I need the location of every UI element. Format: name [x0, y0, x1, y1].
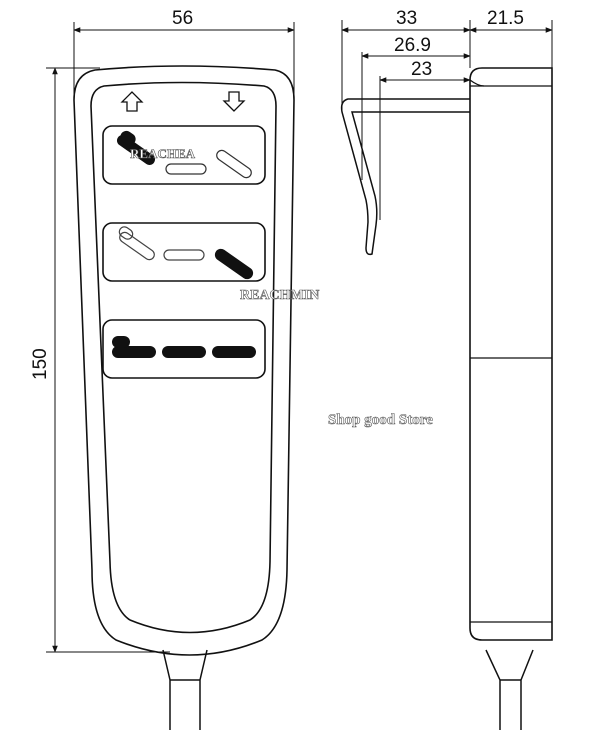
button-1-left-top	[120, 130, 136, 146]
button-panel-1: REACHEA	[102, 125, 266, 185]
button-2-left[interactable]	[118, 230, 157, 261]
dimension-thickness-label: 21.5	[487, 8, 524, 29]
belt-clip	[340, 98, 470, 256]
button-2-left-top	[118, 226, 134, 240]
arrow-up-icon	[120, 91, 144, 112]
brand-watermark-1: REACHEA	[130, 146, 196, 161]
button-3-right[interactable]	[212, 346, 256, 358]
dimension-clip-outer-label: 26.9	[394, 35, 431, 56]
button-panel-2	[102, 222, 266, 282]
store-watermark: Shop good Store	[328, 412, 433, 428]
side-body-outline	[469, 67, 553, 641]
dimension-clip-inner-label: 23	[411, 59, 432, 80]
button-1-middle[interactable]	[165, 163, 207, 175]
button-2-middle[interactable]	[163, 249, 205, 261]
dimension-height	[46, 67, 170, 653]
dimension-width	[73, 22, 295, 98]
remote-front-view	[73, 65, 295, 656]
remote-inner-outline	[90, 81, 277, 634]
brand-watermark-2: REACHMIN	[240, 288, 319, 303]
cable-front	[162, 649, 208, 730]
dimension-height-label: 150	[30, 348, 51, 380]
button-2-right[interactable]	[213, 246, 256, 281]
button-3-middle[interactable]	[162, 346, 206, 358]
cable-side	[485, 649, 534, 730]
remote-side-view	[469, 67, 553, 641]
button-1-right[interactable]	[215, 148, 254, 179]
dimension-width-label: 56	[172, 8, 193, 29]
arrow-down-icon	[222, 91, 246, 112]
button-3-left[interactable]	[112, 336, 156, 358]
dimension-depth-total-label: 33	[396, 8, 417, 29]
remote-outer-outline	[73, 65, 295, 656]
button-panel-3	[102, 319, 266, 379]
